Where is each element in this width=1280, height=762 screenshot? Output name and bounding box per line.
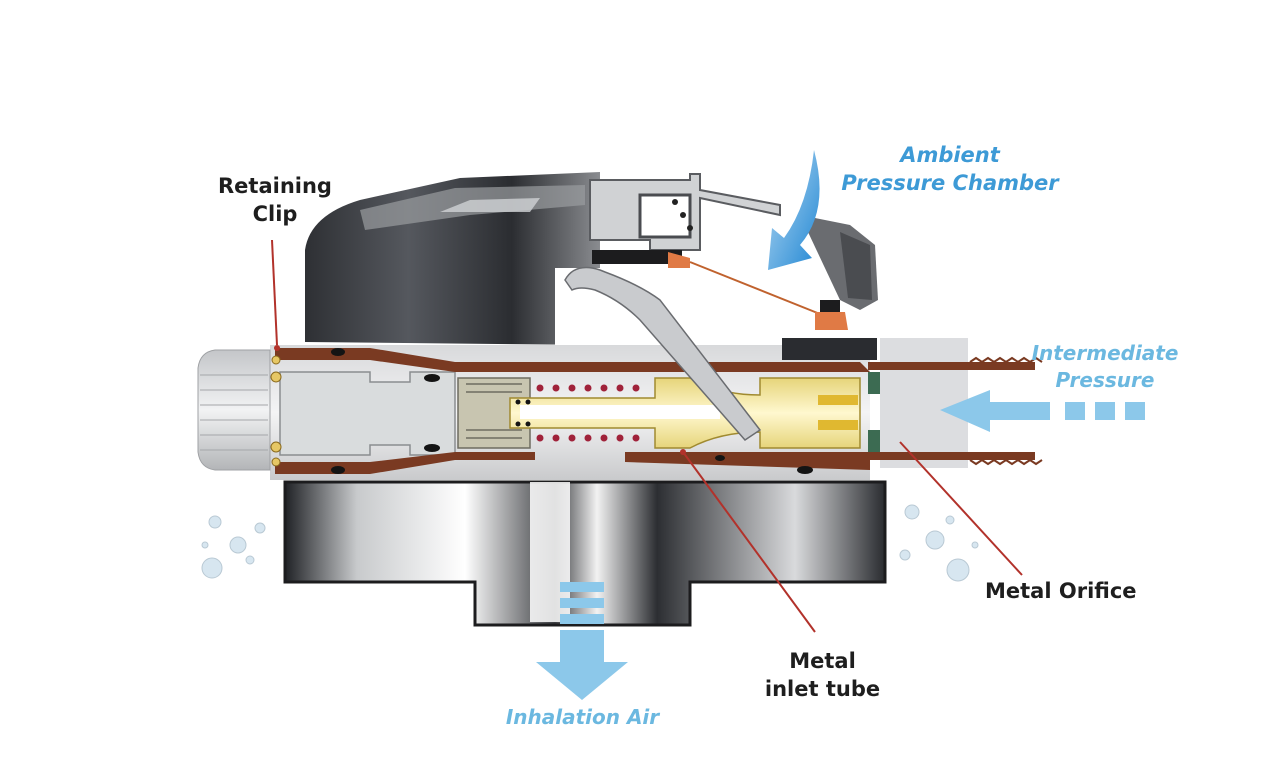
ambient-pressure-arrow bbox=[768, 150, 820, 270]
metal-inlet-tube-label-line2: inlet tube bbox=[764, 677, 881, 701]
retaining-clip-leader-dot bbox=[274, 345, 280, 351]
metal-orifice-label: Metal Orifice bbox=[985, 579, 1137, 603]
inhalation-air-arrow bbox=[536, 582, 628, 700]
metal-inlet-tube-leader-dot bbox=[680, 449, 686, 455]
cover bbox=[305, 172, 605, 346]
intermediate-pressure-label-line2: Pressure bbox=[1055, 368, 1155, 392]
metal-inlet-tube-label: Metal inlet tube bbox=[755, 647, 890, 703]
retaining-clip-label: Retaining Clip bbox=[210, 172, 340, 228]
intermediate-pressure-label: Intermediate Pressure bbox=[1025, 340, 1185, 394]
retaining-clip-leader bbox=[271, 239, 278, 346]
metal-orifice-leader bbox=[899, 441, 1023, 576]
inhalation-air-label: Inhalation Air bbox=[505, 705, 660, 729]
retaining-clip-label-line1: Retaining bbox=[218, 174, 332, 198]
ambient-chamber-label-line2: Pressure Chamber bbox=[841, 171, 1059, 195]
ambient-chamber-label-line1: Ambient bbox=[900, 143, 1000, 167]
metal-inlet-tube-leader bbox=[682, 451, 816, 633]
intermediate-pressure-arrow bbox=[940, 390, 1145, 432]
leader-lines bbox=[271, 239, 1023, 633]
metal-inlet-tube-label-line1: Metal bbox=[789, 649, 856, 673]
retaining-clip-label-line2: Clip bbox=[252, 202, 298, 226]
intermediate-pressure-label-line1: Intermediate bbox=[1031, 341, 1179, 365]
diaphragm-assembly bbox=[589, 173, 878, 330]
valve-body bbox=[197, 266, 1043, 480]
ambient-chamber-label: Ambient Pressure Chamber bbox=[830, 141, 1070, 197]
bubbles bbox=[201, 504, 979, 582]
